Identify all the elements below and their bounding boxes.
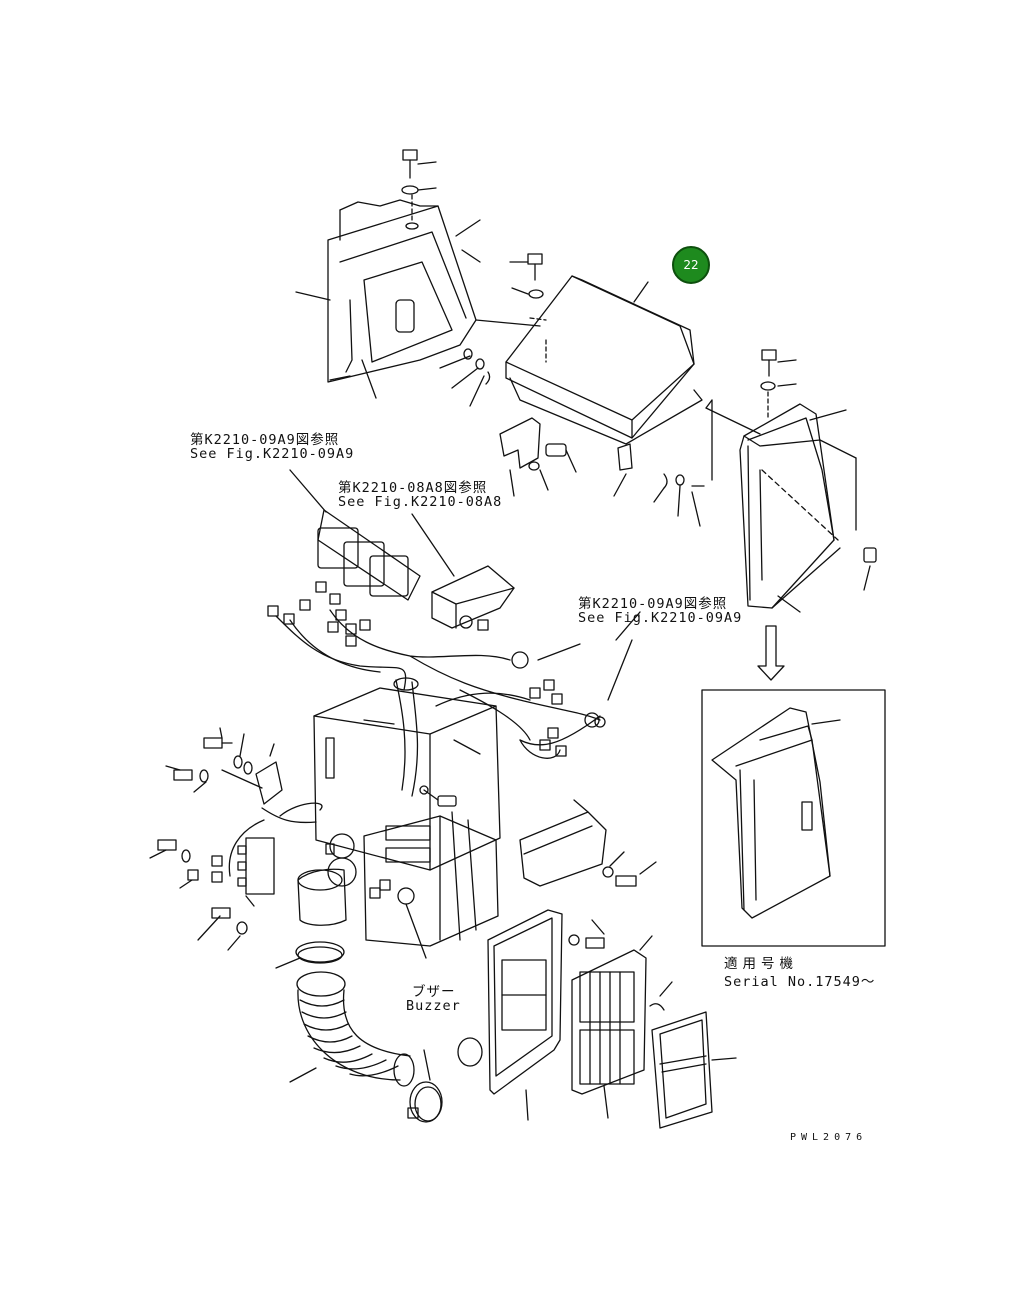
center-top-cover bbox=[506, 276, 702, 444]
flexible-duct-hose bbox=[290, 972, 414, 1086]
ref-label-jp-1: 第K2210-09A9図参照 bbox=[190, 432, 340, 448]
filter-housing-case bbox=[458, 910, 562, 1120]
left-cover-panel bbox=[328, 200, 476, 382]
left-fasteners bbox=[150, 728, 322, 950]
heater-unit-body bbox=[314, 678, 500, 870]
serial-label-jp: 適用号機 bbox=[724, 956, 798, 972]
ref-label-jp-3: 第K2210-09A9図参照 bbox=[578, 596, 728, 612]
buzzer-label-jp: ブザー bbox=[412, 984, 456, 1000]
hose-clamp-lower bbox=[408, 1050, 442, 1122]
leader-lines-left-cover bbox=[296, 220, 540, 406]
air-filter-front bbox=[572, 936, 652, 1118]
bolt-washer-top-left bbox=[402, 150, 436, 229]
buzzer-label-en: Buzzer bbox=[406, 998, 461, 1014]
ref-label-jp-2: 第K2210-08A8図参照 bbox=[338, 480, 488, 496]
filter-cover bbox=[650, 982, 736, 1128]
bolt-washer-right bbox=[569, 852, 656, 948]
duct-adapter bbox=[298, 869, 346, 925]
center-bracket bbox=[500, 418, 632, 496]
item-number-badge: 22 bbox=[672, 246, 710, 284]
heater-lower-frame bbox=[326, 812, 498, 958]
control-panel-unit bbox=[318, 510, 420, 600]
drawing-number: PWL2076 bbox=[790, 1132, 868, 1143]
controller-box bbox=[412, 514, 514, 628]
ref-label-en-2: See Fig.K2210-08A8 bbox=[338, 494, 503, 510]
down-arrow-icon bbox=[758, 626, 784, 680]
bolt-washer-top-right bbox=[654, 350, 876, 612]
bolt-washer-top-center bbox=[510, 254, 648, 302]
ref-label-en-3: See Fig.K2210-09A9 bbox=[578, 610, 743, 626]
inset-frame bbox=[702, 690, 885, 946]
right-side-cover bbox=[740, 404, 840, 608]
side-duct bbox=[520, 800, 606, 886]
serial-label-en: Serial No.17549～ bbox=[724, 974, 876, 990]
ref-leader-1 bbox=[290, 470, 326, 512]
wire-harness bbox=[268, 582, 640, 758]
hose-clamp-upper bbox=[276, 942, 344, 968]
ref-label-en-1: See Fig.K2210-09A9 bbox=[190, 446, 355, 462]
